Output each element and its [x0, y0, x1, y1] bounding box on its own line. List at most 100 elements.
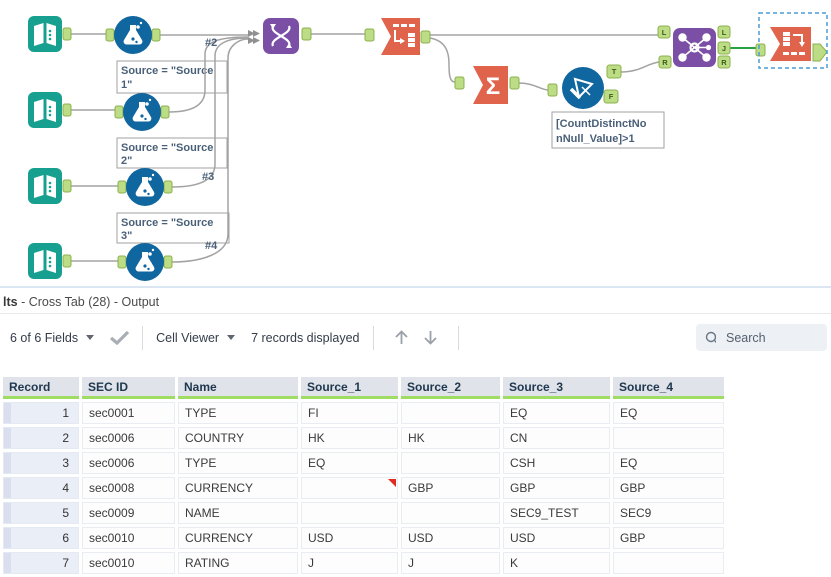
table-cell[interactable]: USD: [401, 527, 500, 549]
record-number-cell[interactable]: 4: [3, 477, 79, 499]
tool-annotation-source2[interactable]: Source = "Source 2": [116, 137, 228, 169]
table-cell[interactable]: USD: [301, 527, 398, 549]
table-cell[interactable]: sec0010: [82, 552, 175, 574]
table-cell[interactable]: FI: [301, 402, 398, 424]
record-number-cell[interactable]: 6: [3, 527, 79, 549]
formula-tool-1[interactable]: [114, 16, 152, 54]
record-number-cell[interactable]: 3: [3, 452, 79, 474]
fields-dropdown[interactable]: 6 of 6 Fields: [10, 331, 95, 345]
table-cell[interactable]: J: [301, 552, 398, 574]
table-cell[interactable]: EQ: [613, 452, 724, 474]
table-cell[interactable]: GBP: [613, 527, 724, 549]
column-header[interactable]: Source_2: [401, 377, 500, 399]
input-anchor[interactable]: [117, 255, 127, 269]
record-number-cell[interactable]: 5: [3, 502, 79, 524]
output-anchor[interactable]: [62, 103, 72, 117]
table-cell[interactable]: EQ: [613, 402, 724, 424]
table-cell[interactable]: GBP: [401, 477, 500, 499]
input-data-tool-1[interactable]: [28, 16, 62, 52]
input-data-tool-2[interactable]: [28, 92, 62, 128]
column-header[interactable]: Record: [3, 377, 79, 399]
formula-tool-3[interactable]: [126, 168, 164, 206]
table-cell[interactable]: HK: [301, 427, 398, 449]
table-cell[interactable]: USD: [503, 527, 610, 549]
formula-tool-4[interactable]: [126, 243, 164, 281]
table-cell[interactable]: sec0009: [82, 502, 175, 524]
down-arrow-button[interactable]: [422, 329, 439, 346]
output-anchor[interactable]: [163, 255, 173, 269]
table-cell[interactable]: GBP: [613, 477, 724, 499]
right-output-anchor[interactable]: [717, 55, 731, 69]
table-cell[interactable]: CN: [503, 427, 610, 449]
workflow-canvas[interactable]: Source = "Source 1" Source = "Source 2" …: [0, 0, 831, 286]
anchors[interactable]: [62, 27, 828, 269]
table-cell[interactable]: EQ: [301, 452, 398, 474]
output-anchor[interactable]: [163, 180, 173, 194]
output-anchor[interactable]: [151, 28, 161, 42]
right-input-anchor[interactable]: [658, 55, 672, 69]
table-cell[interactable]: K: [503, 552, 610, 574]
input-data-tool-3[interactable]: [28, 168, 62, 204]
cell-viewer-dropdown[interactable]: Cell Viewer: [156, 331, 236, 345]
tool-annotation-source1[interactable]: Source = "Source 1": [116, 60, 228, 94]
input-anchor[interactable]: [454, 76, 465, 90]
table-cell[interactable]: sec0006: [82, 452, 175, 474]
output-anchor[interactable]: [509, 76, 520, 90]
search-box[interactable]: [696, 324, 827, 351]
join-tool[interactable]: [673, 28, 716, 67]
table-cell[interactable]: SEC9: [613, 502, 724, 524]
tool-annotation-source3[interactable]: Source = "Source 3": [116, 212, 230, 244]
output-anchor[interactable]: [301, 27, 312, 41]
table-cell[interactable]: [613, 427, 724, 449]
record-number-cell[interactable]: 1: [3, 402, 79, 424]
table-cell[interactable]: [401, 452, 500, 474]
output-anchor[interactable]: [62, 179, 72, 193]
output-anchor[interactable]: [812, 43, 828, 62]
table-cell[interactable]: sec0001: [82, 402, 175, 424]
input-anchor[interactable]: [117, 180, 127, 194]
input-anchor[interactable]: [755, 43, 766, 57]
record-number-cell[interactable]: 2: [3, 427, 79, 449]
table-cell[interactable]: COUNTRY: [178, 427, 298, 449]
table-cell[interactable]: sec0006: [82, 427, 175, 449]
table-cell[interactable]: [301, 502, 398, 524]
column-header[interactable]: Name: [178, 377, 298, 399]
input-anchor[interactable]: [547, 83, 558, 97]
left-output-anchor[interactable]: [717, 25, 731, 39]
input-data-tool-4[interactable]: [28, 243, 62, 279]
table-cell[interactable]: TYPE: [178, 452, 298, 474]
record-number-cell[interactable]: 7: [3, 552, 79, 574]
table-cell[interactable]: CURRENCY: [178, 477, 298, 499]
table-cell[interactable]: CSH: [503, 452, 610, 474]
input-anchor[interactable]: [114, 105, 124, 119]
filter-tool[interactable]: [562, 67, 604, 109]
table-cell[interactable]: GBP: [503, 477, 610, 499]
transpose-tool[interactable]: [381, 18, 420, 55]
true-output-anchor[interactable]: [606, 64, 622, 79]
table-cell[interactable]: NAME: [178, 502, 298, 524]
left-input-anchor[interactable]: [657, 25, 671, 39]
multi-input-anchor[interactable]: [248, 30, 260, 44]
table-cell[interactable]: sec0010: [82, 527, 175, 549]
output-anchor[interactable]: [160, 105, 170, 119]
checkmark-icon[interactable]: [110, 330, 130, 345]
column-header[interactable]: Source_3: [503, 377, 610, 399]
table-cell[interactable]: HK: [401, 427, 500, 449]
output-anchor[interactable]: [62, 254, 72, 268]
output-anchor[interactable]: [420, 30, 431, 44]
join-output-anchor[interactable]: [717, 41, 731, 55]
column-header[interactable]: SEC ID: [82, 377, 175, 399]
table-cell[interactable]: [301, 477, 398, 499]
table-cell[interactable]: sec0008: [82, 477, 175, 499]
table-cell[interactable]: RATING: [178, 552, 298, 574]
false-output-anchor[interactable]: [603, 89, 619, 104]
table-cell[interactable]: CURRENCY: [178, 527, 298, 549]
summarize-tool[interactable]: Σ: [473, 66, 508, 104]
table-cell[interactable]: TYPE: [178, 402, 298, 424]
crosstab-tool[interactable]: [758, 12, 828, 69]
search-input[interactable]: [724, 329, 818, 346]
tool-annotation-filter[interactable]: [CountDistinctNo nNull_Value]>1: [551, 111, 665, 149]
table-cell[interactable]: J: [401, 552, 500, 574]
output-anchor[interactable]: [62, 27, 72, 41]
input-anchor[interactable]: [364, 28, 375, 42]
